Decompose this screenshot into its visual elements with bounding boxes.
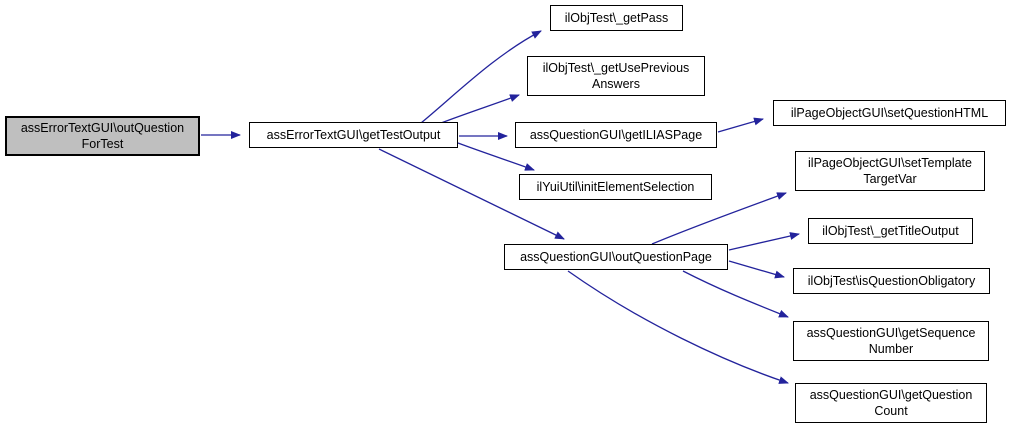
- node-ilobjtest-isquestionobligatory[interactable]: ilObjTest\isQuestionObligatory: [793, 268, 990, 294]
- edge-gettestoutput-getpass: [420, 30, 542, 124]
- node-ilyuiutil-initelementselection[interactable]: ilYuiUtil\initElementSelection: [519, 174, 712, 200]
- node-asserrortextgui-gettestoutput[interactable]: assErrorTextGUI\getTestOutput: [249, 122, 458, 148]
- node-ilobjtest-gettitleoutput[interactable]: ilObjTest\_getTitleOutput: [808, 218, 973, 244]
- node-ilobjtest-getusepreviousanswers[interactable]: ilObjTest\_getUsePrevious Answers: [527, 56, 705, 96]
- node-assquestiongui-outquestionpage[interactable]: assQuestionGUI\outQuestionPage: [504, 244, 728, 270]
- edge-outquestionpage-isquestionobligatory: [728, 260, 785, 279]
- node-asserrortextgui-outquestionfortest: assErrorTextGUI\outQuestion ForTest: [5, 116, 200, 156]
- edge-getiliaspage-setquestionhtml: [717, 117, 764, 133]
- edge-outquestionpage-getsequencenumber: [682, 270, 789, 318]
- node-ilpageobjectgui-settemplatetargetvar[interactable]: ilPageObjectGUI\setTemplate TargetVar: [795, 151, 985, 191]
- edge-outquestionpage-gettitleoutput: [728, 232, 800, 251]
- node-assquestiongui-getiliaspage[interactable]: assQuestionGUI\getILIASPage: [515, 122, 717, 148]
- edge-gettestoutput-outquestionpage: [378, 148, 565, 240]
- edge-outquestionpage-settemplatetargetvar: [651, 192, 787, 245]
- edge-gettestoutput-initelementselection: [457, 142, 535, 171]
- node-assquestiongui-getquestioncount[interactable]: assQuestionGUI\getQuestion Count: [795, 383, 987, 423]
- node-assquestiongui-getsequencenumber[interactable]: assQuestionGUI\getSequence Number: [793, 321, 989, 361]
- edge-gettestoutput-getusepreviousanswers: [440, 94, 520, 124]
- edge-outquestionpage-getquestioncount: [567, 270, 789, 384]
- node-ilpageobjectgui-setquestionhtml[interactable]: ilPageObjectGUI\setQuestionHTML: [773, 100, 1006, 126]
- node-ilobjtest-getpass[interactable]: ilObjTest\_getPass: [550, 5, 683, 31]
